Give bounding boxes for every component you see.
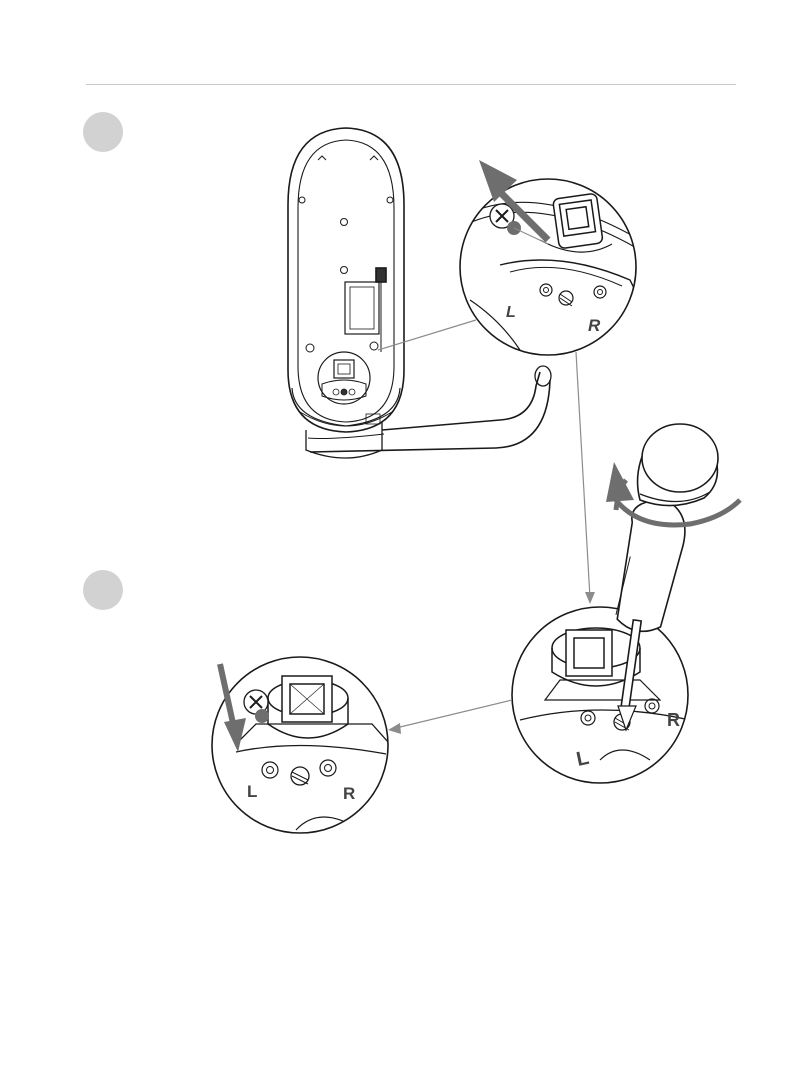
detail-circle-screwdriver: L R	[512, 607, 690, 783]
label-right-b: R	[667, 710, 680, 730]
detail-circle-left-handed: L R	[212, 657, 388, 833]
leader-line-3	[396, 700, 512, 728]
label-right: R	[588, 316, 601, 335]
leader-line-2	[576, 352, 590, 598]
label-right-c: R	[343, 784, 355, 803]
detail-circle-right-handed: L R	[440, 160, 640, 355]
label-left-c: L	[247, 782, 257, 801]
label-left: L	[506, 304, 516, 321]
